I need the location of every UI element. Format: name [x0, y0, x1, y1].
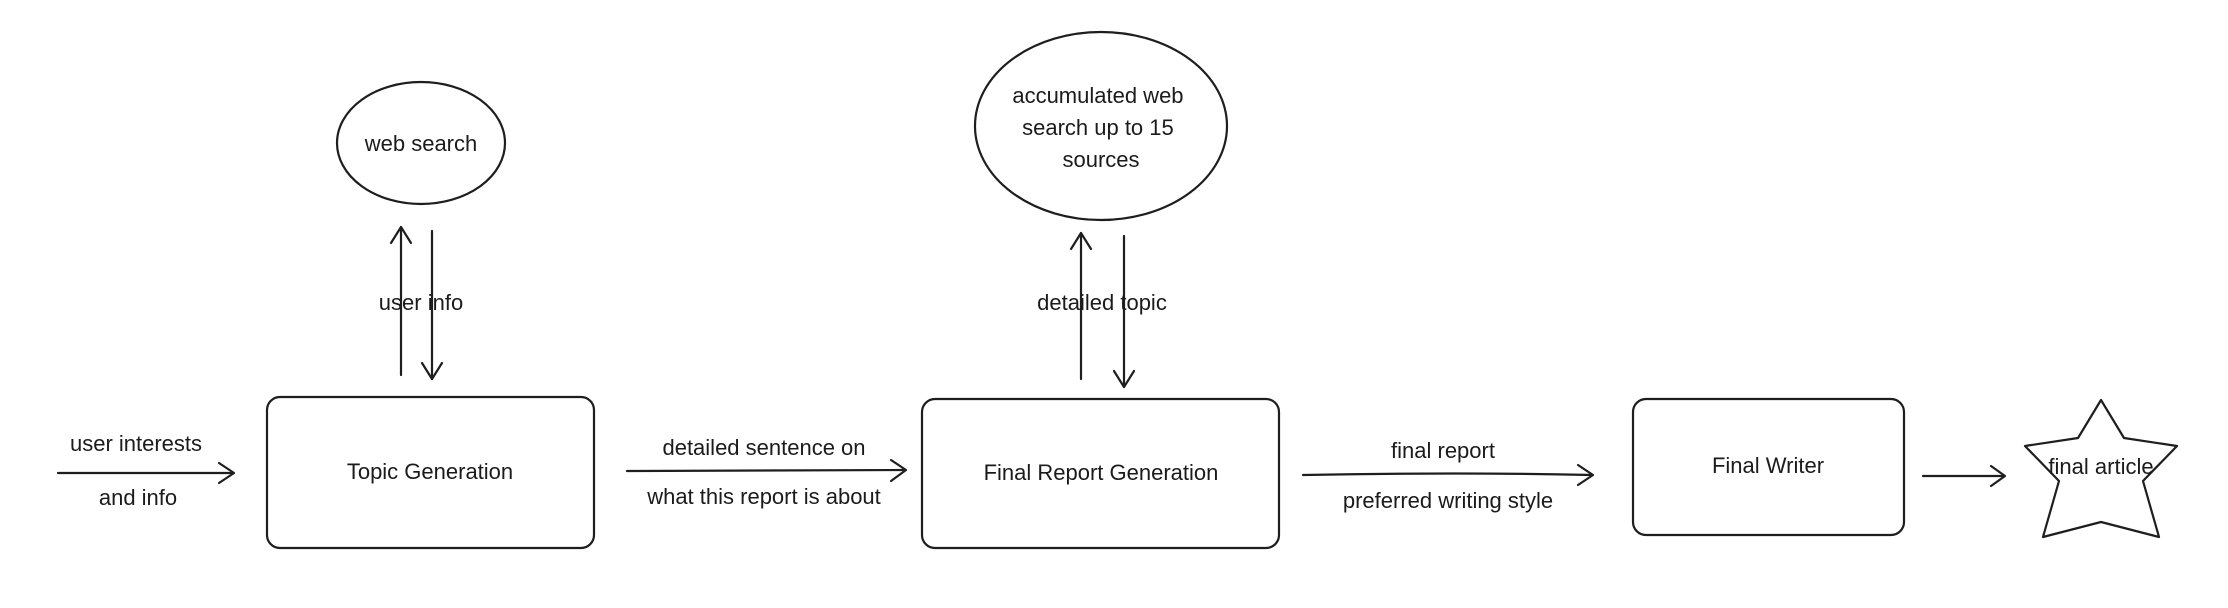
accumulated-web-search-line-2: search up to 15 — [1022, 115, 1174, 140]
topic-generation-node: Topic Generation — [265, 395, 596, 550]
accumulated-web-search-label: accumulated web search up to 15 sources — [1012, 83, 1189, 172]
topic-to-web-search-arrow — [389, 225, 413, 377]
input-arrow-label-line-2: and info — [99, 485, 177, 510]
final-report-generation-label: Final Report Generation — [984, 460, 1219, 485]
web-search-label: web search — [364, 131, 478, 156]
input-arrow — [56, 461, 236, 485]
accumulated-search-loop-label: detailed topic — [1037, 290, 1167, 315]
report-to-accumulated-search-arrow — [1069, 231, 1093, 381]
web-search-node: web search — [335, 80, 507, 206]
web-search-loop-label: user info — [379, 290, 463, 315]
web-search-to-topic-arrow — [420, 229, 444, 381]
final-article-label: final article — [2048, 454, 2153, 479]
accumulated-web-search-node: accumulated web search up to 15 sources — [973, 30, 1229, 222]
accumulated-web-search-line-3: sources — [1062, 147, 1139, 172]
input-arrow-label-line-1: user interests — [70, 431, 202, 456]
final-writer-node: Final Writer — [1631, 397, 1906, 537]
accumulated-search-to-report-arrow — [1112, 234, 1136, 389]
topic-to-report-label-line-1: detailed sentence on — [662, 435, 865, 460]
final-report-generation-node: Final Report Generation — [920, 397, 1281, 550]
accumulated-web-search-line-1: accumulated web — [1012, 83, 1183, 108]
final-writer-label: Final Writer — [1712, 453, 1824, 478]
report-to-writer-arrow — [1301, 463, 1595, 487]
final-article-node: final article — [2023, 398, 2179, 539]
report-to-writer-label-line-2: preferred writing style — [1343, 488, 1553, 513]
topic-to-report-label-line-2: what this report is about — [646, 484, 881, 509]
report-to-writer-label-line-1: final report — [1391, 438, 1495, 463]
writer-to-article-arrow — [1921, 464, 2007, 488]
topic-to-report-arrow — [625, 458, 908, 483]
topic-generation-label: Topic Generation — [347, 459, 513, 484]
